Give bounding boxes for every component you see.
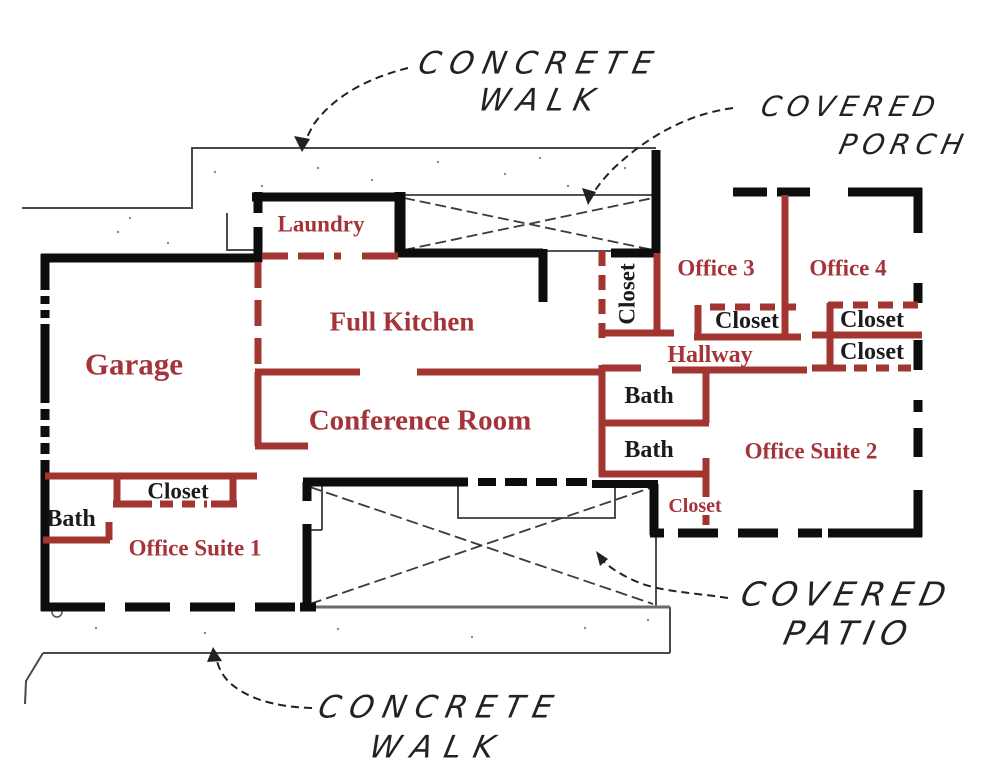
room-label-closet-suite-2: Closet xyxy=(668,495,722,517)
room-label-garage: Garage xyxy=(84,346,184,382)
interior-walls-red xyxy=(43,195,922,544)
room-label-closet-kitchen: Closet xyxy=(614,263,640,325)
concrete-walk-outline xyxy=(22,147,671,705)
annotation-concrete-walk-bottom-line1: CONCRETE xyxy=(315,689,566,726)
room-label-laundry: Laundry xyxy=(277,211,365,237)
room-label-office-3: Office 3 xyxy=(677,255,755,281)
room-label-office-suite-2: Office Suite 2 xyxy=(744,438,878,464)
room-label-bath-suite-1: Bath xyxy=(46,506,96,532)
covered-patio-structure xyxy=(51,486,670,618)
annotation-concrete-walk-bottom-line2: WALK xyxy=(366,729,510,766)
annotation-arrows xyxy=(207,67,734,709)
room-label-office-4: Office 4 xyxy=(809,255,887,281)
room-label-closet-office-3: Closet xyxy=(715,308,779,334)
room-label-conference-room: Conference Room xyxy=(308,404,532,437)
room-label-hallway: Hallway xyxy=(667,342,753,368)
walk-speckles xyxy=(94,156,650,639)
annotation-covered-porch-line1: COVERED xyxy=(758,90,945,123)
annotation-concrete-walk-top-line2: WALK xyxy=(475,82,607,119)
annotation-covered-patio-line2: PATIO xyxy=(780,613,918,653)
room-label-bath-hall-upper: Bath xyxy=(624,383,674,409)
exterior-walls-black xyxy=(40,150,923,612)
room-label-closet-suite-1: Closet xyxy=(147,478,209,504)
room-label-office-suite-1: Office Suite 1 xyxy=(128,535,262,561)
annotation-covered-porch-line2: PORCH xyxy=(836,128,973,161)
room-label-closet-office-4-top: Closet xyxy=(840,307,904,333)
concrete-walk-bottom-arrow xyxy=(216,660,313,709)
room-label-bath-hall-lower: Bath xyxy=(624,437,674,463)
covered-patio-arrow xyxy=(600,558,729,599)
covered-porch-structure xyxy=(403,194,656,252)
covered-porch-arrow xyxy=(590,107,734,198)
room-label-closet-office-4-bottom: Closet xyxy=(840,339,904,365)
annotation-concrete-walk-top-line1: CONCRETE xyxy=(415,45,666,82)
annotation-covered-patio-line1: COVERED xyxy=(737,574,957,614)
concrete-walk-top-arrow xyxy=(303,67,409,145)
room-label-full-kitchen: Full Kitchen xyxy=(329,306,475,337)
